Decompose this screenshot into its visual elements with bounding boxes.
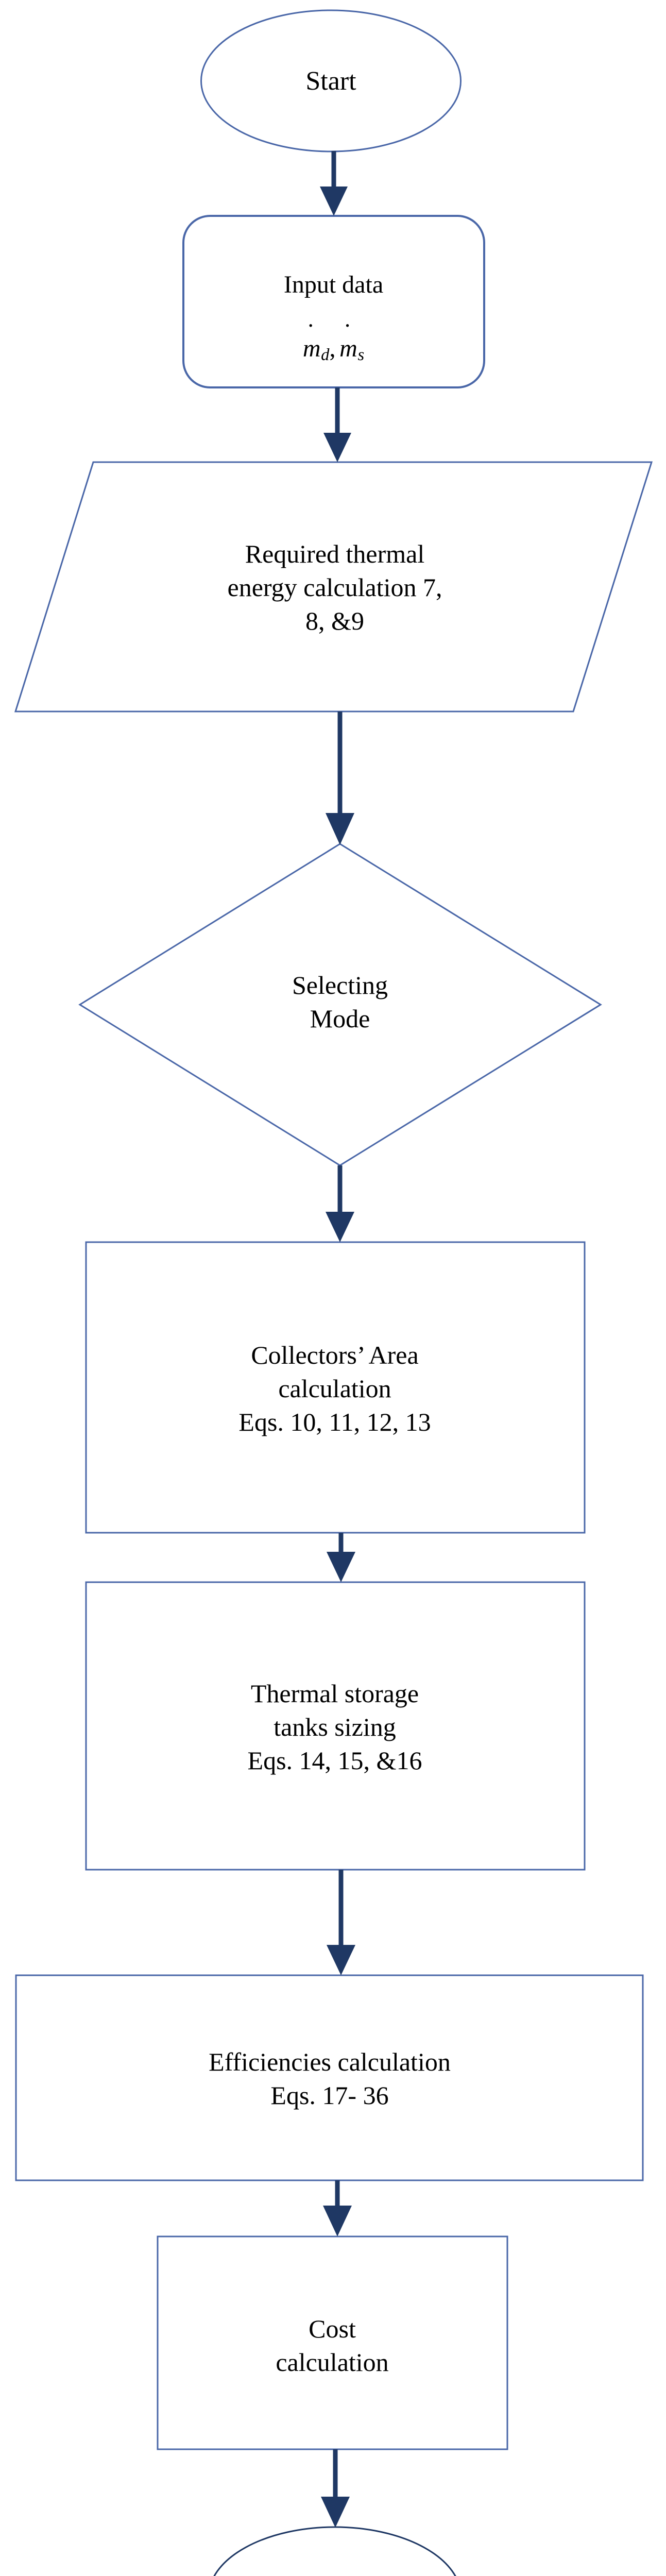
selecting-mode-node-shape[interactable] [78, 843, 602, 1166]
end-node-shape[interactable] [209, 2526, 461, 2576]
edge-efficiencies-to-cost [323, 2180, 352, 2236]
start-node-shape[interactable] [200, 9, 462, 152]
input-data-node-shape[interactable] [182, 215, 485, 388]
edge-cost-to-end [321, 2449, 350, 2528]
edge-start-to-input-data [320, 151, 348, 216]
edge-thermal-storage-tanks-to-efficiencies [327, 1870, 355, 1975]
edge-input-data-to-required-thermal-energy [323, 387, 351, 462]
collectors-area-node-shape[interactable] [85, 1241, 586, 1534]
edge-collectors-area-to-thermal-storage-tanks [327, 1533, 355, 1582]
required-thermal-energy-node-shape[interactable] [14, 461, 653, 713]
edge-required-thermal-energy-to-selecting-mode [326, 711, 354, 845]
efficiencies-node-shape[interactable] [15, 1974, 644, 2181]
cost-node-shape[interactable] [157, 2235, 508, 2450]
edge-selecting-mode-to-collectors-area [326, 1165, 354, 1242]
thermal-storage-tanks-node-shape[interactable] [85, 1581, 586, 1871]
